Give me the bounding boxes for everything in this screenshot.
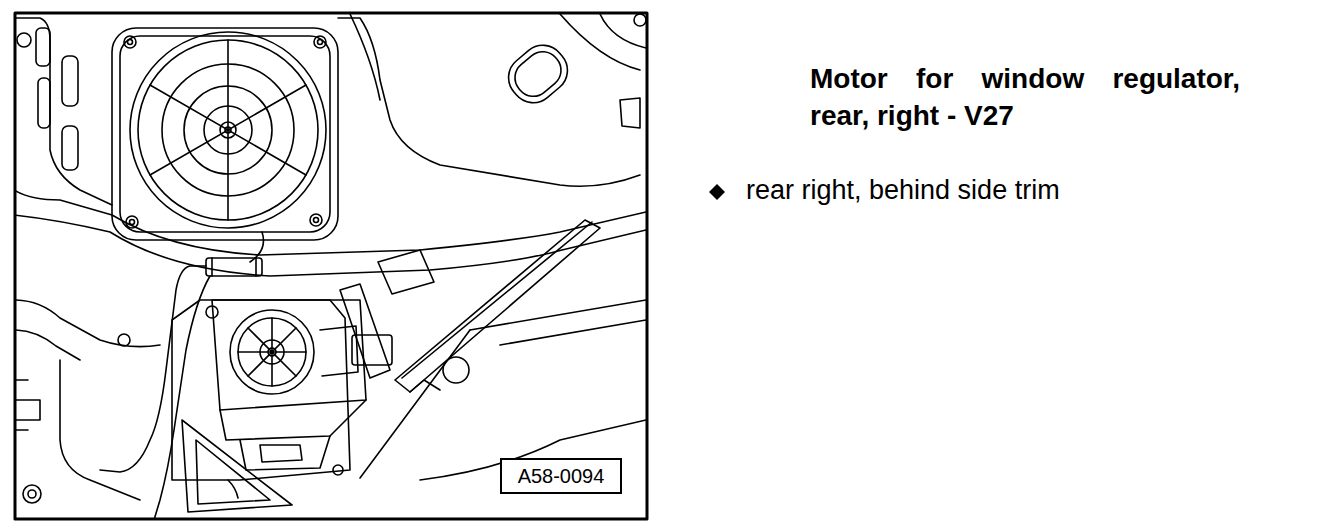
heading: Motor for window regulator, rear, right … <box>810 60 1240 134</box>
picture-frame <box>15 13 647 519</box>
door-panel <box>16 14 646 518</box>
figure-number: A58-0094 <box>518 464 605 488</box>
bullet-diamond <box>709 184 725 200</box>
figure-number-box: A58-0094 <box>500 458 622 494</box>
note-text: rear right, behind side trim <box>746 175 1060 206</box>
